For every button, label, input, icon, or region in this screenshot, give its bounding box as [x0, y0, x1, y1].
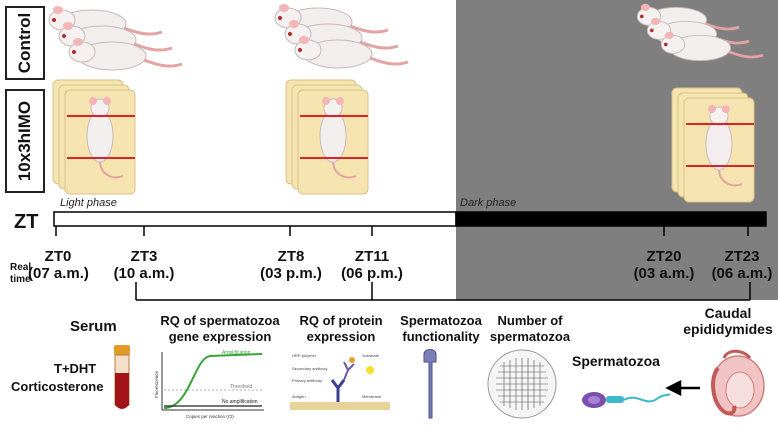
timepoint-zt20: ZT20(03 a.m.): [633, 248, 695, 282]
spermatozoa-title: Spermatozoa: [572, 353, 660, 369]
spermatozoon-icon: [582, 392, 671, 408]
real-time-label: Real time: [10, 262, 32, 285]
timepoint-zt3: ZT3(10 a.m.): [113, 248, 175, 282]
serum-title: Serum: [70, 318, 117, 335]
timepoint-zt0: ZT0(07 a.m.): [28, 248, 89, 282]
timeline-dark-bar: [455, 211, 767, 227]
light-phase-label: Light phase: [60, 197, 117, 209]
serum-hormone-corticosterone: Corticosterone: [11, 379, 104, 394]
fluorescence-axis-label: Fluorescence: [154, 370, 159, 398]
counting-chamber-icon: [487, 349, 557, 419]
amplification-label: Amplification: [222, 350, 251, 356]
epididymis-icon: [711, 349, 765, 417]
timepoint-zt23: ZT23(06 a.m.): [711, 248, 773, 282]
hrp-polymer-label: HRP-polymer: [292, 353, 317, 358]
copies-axis-label: Copies per reaction (Ct): [186, 414, 234, 419]
blood-tube-icon: [114, 345, 130, 409]
secondary-antibody-label: Secondary antibody: [292, 366, 327, 371]
membrane-label: Membrane: [362, 394, 382, 399]
zt-axis-label: ZT: [14, 211, 39, 233]
primary-antibody-label: Primary antibody: [292, 378, 322, 383]
threshold-label: Threshold: [230, 384, 252, 390]
timeline-ticks: [55, 226, 749, 236]
rats-illustration-layer: [47, 2, 767, 236]
row-label-treatment: 10x3hIMO: [5, 89, 45, 193]
row-label-control: Control: [5, 6, 45, 80]
no-amplification-label: No amplification: [222, 399, 258, 405]
timepoint-zt8: ZT8(03 p.m.): [260, 248, 322, 282]
dark-phase-label: Dark phase: [460, 197, 517, 209]
serum-hormone-t-dht: T+DHT: [54, 361, 97, 376]
substrate-label: Substrate: [362, 353, 380, 358]
arrow-caudal-to-spermatozoa: [665, 379, 700, 397]
timepoint-zt11: ZT11(06 p.m.): [341, 248, 403, 282]
micropipette-icon: [423, 349, 437, 419]
antigen-label: Antigen: [292, 394, 306, 399]
western-blot-illustration: HRP-polymer Substrate Secondary antibody…: [290, 353, 390, 410]
qpcr-curve-plot: Amplification Threshold No amplification…: [150, 348, 268, 420]
